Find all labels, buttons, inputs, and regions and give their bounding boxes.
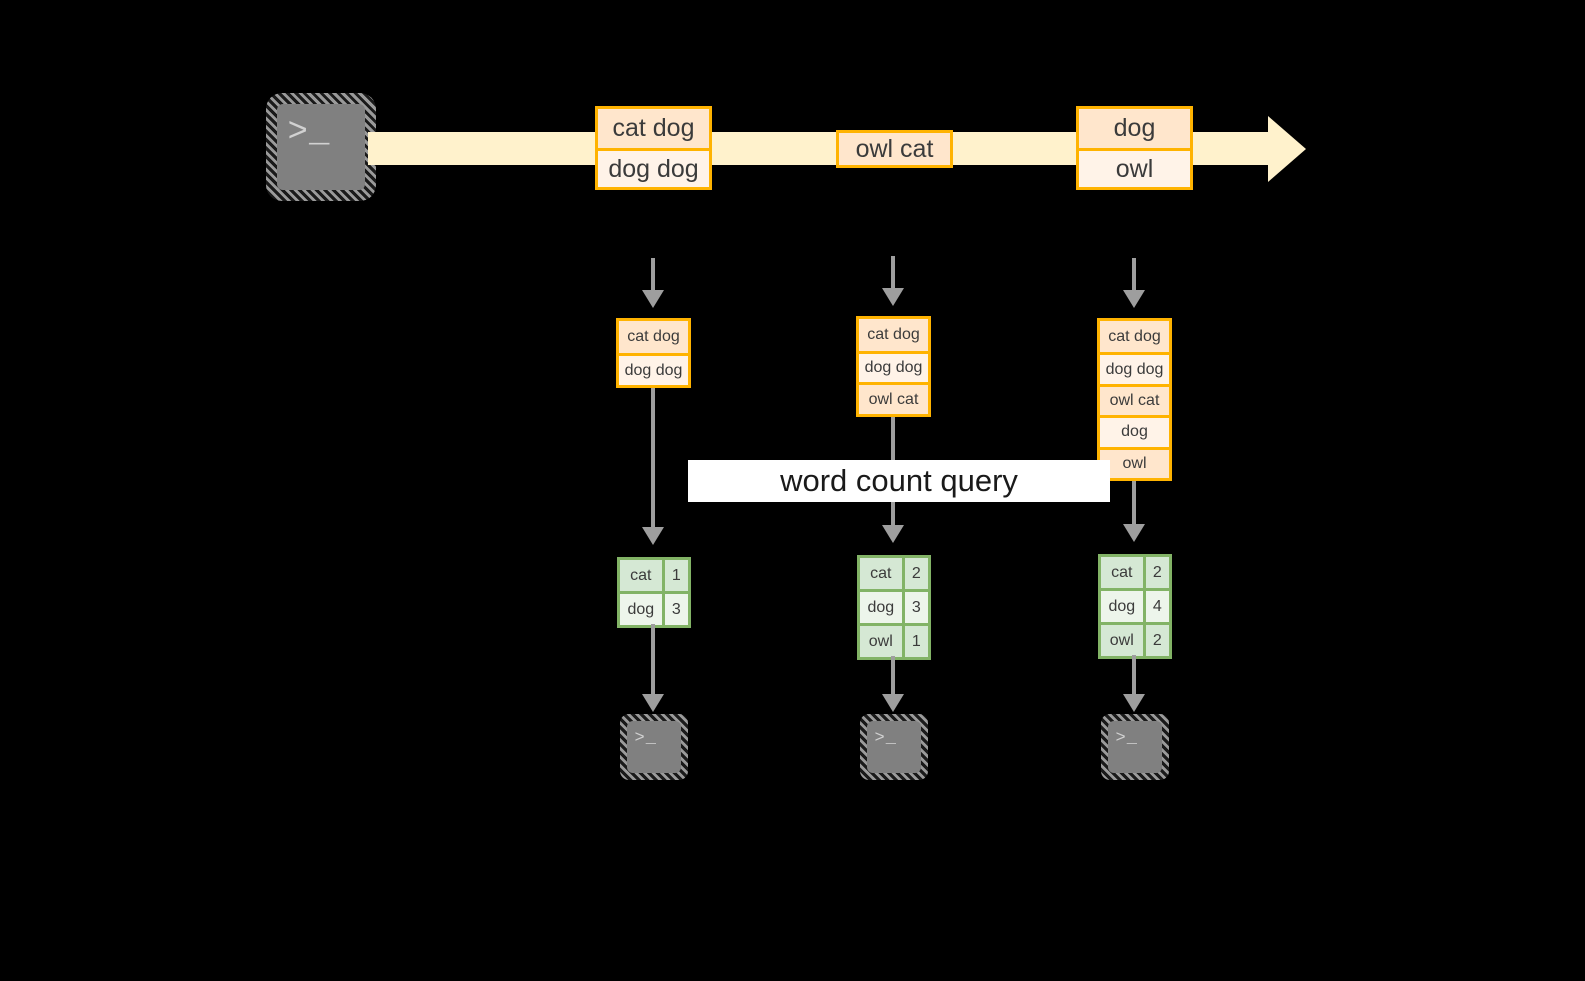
snapshot-1-sink-arrowhead — [642, 694, 664, 712]
terminal-screen: >_ — [1108, 721, 1162, 773]
snapshot-2-sink-arrowhead — [882, 694, 904, 712]
table-row: dog 3 — [620, 591, 688, 625]
snapshot-3-input-box: cat dog dog dog owl cat dog owl — [1097, 318, 1172, 481]
input-line: cat dog — [627, 328, 680, 345]
table-row: owl 1 — [860, 623, 928, 657]
result-count: 2 — [1142, 625, 1169, 656]
snapshot-1-query-arrowhead — [642, 527, 664, 545]
snapshot-2-result-table: cat 2 dog 3 owl 1 — [857, 555, 931, 660]
snapshot-2-input-box: cat dog dog dog owl cat — [856, 316, 931, 417]
snapshot-1-sink-terminal-icon: >_ — [620, 714, 688, 780]
terminal-screen: >_ — [277, 104, 365, 190]
result-count: 4 — [1142, 591, 1169, 622]
input-line: dog — [1100, 415, 1169, 447]
stream-record-1: cat dog dog dog — [595, 106, 712, 190]
snapshot-3-sink-arrowhead — [1123, 694, 1145, 712]
input-line: dog dog — [619, 353, 688, 385]
query-label-text: word count query — [780, 463, 1018, 498]
snapshot-2-sink-terminal-icon: >_ — [860, 714, 928, 780]
table-row: cat 2 — [1101, 557, 1169, 588]
snapshot-3-query-line — [1132, 481, 1136, 538]
terminal-prompt-glyph: >_ — [634, 729, 657, 749]
terminal-prompt-glyph: >_ — [874, 729, 897, 749]
result-count: 2 — [901, 558, 928, 589]
result-count: 3 — [901, 592, 928, 623]
query-label: word count query — [688, 460, 1110, 502]
result-word: cat — [620, 560, 662, 591]
snapshot-2-sink-line — [891, 656, 895, 700]
stream-record-2: owl cat — [836, 130, 953, 168]
input-line: owl — [1100, 446, 1169, 478]
result-word: dog — [620, 594, 662, 625]
snapshot-2-query-arrowhead — [882, 525, 904, 543]
input-line: dog dog — [1100, 352, 1169, 384]
table-row: cat 1 — [620, 560, 688, 591]
input-line: dog dog — [859, 350, 928, 383]
snapshot-3-sink-line — [1132, 655, 1136, 700]
snapshot-1-input-box: cat dog dog dog — [616, 318, 691, 388]
snapshot-3-sink-terminal-icon: >_ — [1101, 714, 1169, 780]
result-count: 3 — [661, 594, 688, 625]
record-line: dog dog — [598, 148, 709, 187]
record-line: owl cat — [855, 134, 934, 163]
result-count: 1 — [661, 560, 688, 591]
stream-source-terminal-icon: >_ — [266, 93, 376, 201]
table-row: dog 4 — [1101, 588, 1169, 622]
record-line: owl — [1079, 148, 1190, 187]
record-line: dog — [1113, 114, 1156, 142]
terminal-screen: >_ — [867, 721, 921, 773]
terminal-prompt-glyph: >_ — [1115, 729, 1138, 749]
snapshot-1-query-line — [651, 388, 655, 540]
result-word: dog — [1101, 591, 1143, 622]
input-line: cat dog — [867, 325, 920, 343]
result-word: cat — [1101, 557, 1143, 588]
result-word: cat — [860, 558, 902, 589]
stream-arrow-head — [1268, 116, 1306, 182]
result-word: dog — [860, 592, 902, 623]
snapshot-3-query-arrowhead — [1123, 524, 1145, 542]
record-line: cat dog — [612, 114, 695, 142]
table-row: owl 2 — [1101, 622, 1169, 656]
input-line: owl cat — [1100, 383, 1169, 415]
snapshot-3-tap-line — [1132, 258, 1136, 292]
snapshot-1-tap-line — [651, 258, 655, 292]
snapshot-1-result-table: cat 1 dog 3 — [617, 557, 691, 628]
input-line: cat dog — [1108, 327, 1161, 345]
snapshot-1-sink-line — [651, 624, 655, 700]
snapshot-3-result-table: cat 2 dog 4 owl 2 — [1098, 554, 1172, 659]
snapshot-1-tap-arrowhead — [642, 290, 664, 308]
result-count: 1 — [901, 626, 928, 657]
terminal-prompt-glyph: >_ — [287, 114, 331, 153]
terminal-screen: >_ — [627, 721, 681, 773]
table-row: dog 3 — [860, 589, 928, 623]
table-row: cat 2 — [860, 558, 928, 589]
input-line: owl cat — [859, 382, 928, 414]
result-count: 2 — [1142, 557, 1169, 588]
snapshot-2-tap-line — [891, 256, 895, 290]
result-word: owl — [860, 626, 902, 657]
snapshot-2-tap-arrowhead — [882, 288, 904, 306]
stream-record-3: dog owl — [1076, 106, 1193, 190]
snapshot-3-tap-arrowhead — [1123, 290, 1145, 308]
result-word: owl — [1101, 625, 1143, 656]
